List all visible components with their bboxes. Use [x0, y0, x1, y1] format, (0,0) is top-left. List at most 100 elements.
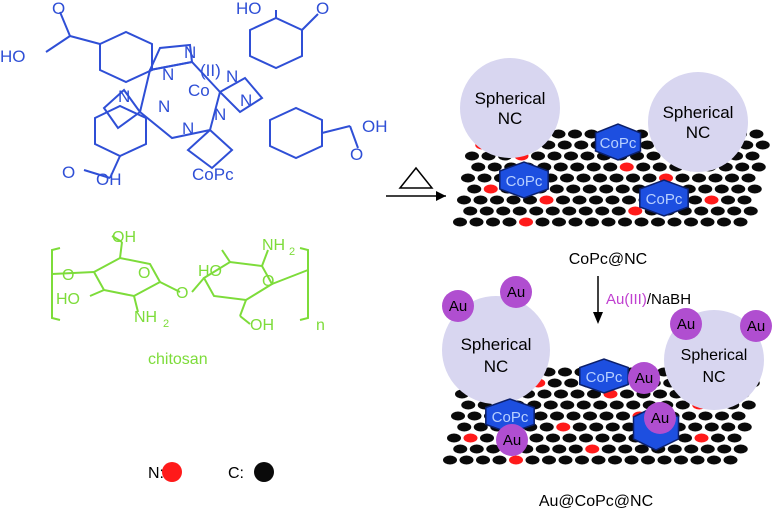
copc-o-topright: O — [316, 0, 329, 18]
au-label: Au — [747, 318, 765, 335]
carbon-atom — [751, 162, 766, 172]
copc-hexagon-shape — [499, 161, 549, 199]
atom-legend: N: C: — [148, 462, 274, 482]
carbon-atom — [698, 184, 713, 194]
carbon-atom — [547, 378, 562, 388]
copc-n4: N — [118, 87, 130, 106]
carbon-atom — [476, 455, 490, 465]
carbon-atom — [731, 184, 746, 194]
carbon-atom — [615, 184, 630, 194]
carbon-atom — [589, 422, 604, 432]
copc-co-center: Co — [188, 81, 210, 100]
carbon-atom — [564, 378, 579, 388]
copc-hexagon — [499, 161, 549, 199]
carbon-atom — [743, 206, 758, 216]
copc-n1: N — [184, 43, 196, 62]
carbon-atom — [593, 400, 608, 410]
carbon-atom — [551, 129, 566, 139]
carbon-atom — [580, 151, 595, 161]
carbon-atom — [684, 217, 698, 227]
carbon-atom — [552, 217, 566, 227]
nitrogen-atom — [704, 195, 719, 205]
copc-nc-caption: CoPc@NC — [569, 251, 647, 268]
carbon-atom — [539, 422, 554, 432]
carbon-atom — [601, 217, 616, 227]
carbon-atom — [542, 455, 556, 465]
carbon-atom — [641, 455, 655, 465]
carbon-atom — [473, 195, 488, 205]
carbon-atom — [453, 444, 468, 454]
chitosan-nh2-bottom: NH — [134, 309, 157, 326]
heat-arrow — [386, 166, 446, 201]
carbon-atom — [549, 184, 564, 194]
copc-nc-material: Spherical NC Spherical NC CoPc CoPc CoPc — [460, 58, 748, 217]
carbon-atom — [529, 433, 544, 443]
carbon-atom — [605, 195, 620, 205]
copc-structure — [45, 10, 359, 179]
copc-n3: N — [226, 67, 238, 86]
carbon-atom — [568, 444, 583, 454]
carbon-atom — [572, 195, 587, 205]
spherical-label: Spherical — [475, 89, 546, 108]
carbon-atom — [640, 140, 655, 150]
nitrogen-atom — [585, 444, 600, 454]
carbon-atom — [611, 206, 626, 216]
copc-oh-right: OH — [362, 117, 388, 136]
carbon-atom — [698, 411, 713, 421]
carbon-atom — [715, 411, 729, 421]
chitosan-ho-ring2: HO — [198, 263, 222, 280]
carbon-atom — [605, 422, 620, 432]
carbon-atom — [678, 433, 692, 443]
carbon-atom — [745, 151, 760, 161]
chitosan-name-label: chitosan — [148, 351, 208, 368]
chitosan-ho-left: HO — [56, 291, 80, 308]
spherical-label: Spherical — [461, 335, 532, 354]
carbon-atom — [634, 217, 649, 227]
carbon-atom — [465, 151, 479, 161]
carbon-atom — [537, 389, 552, 399]
chitosan-structure — [51, 235, 309, 325]
carbon-atom — [547, 151, 562, 161]
carbon-atom — [737, 195, 752, 205]
au-label: Au — [449, 298, 467, 315]
carbon-atom — [579, 433, 593, 443]
carbon-atom — [459, 455, 474, 465]
chitosan-o-ring2: O — [262, 273, 274, 290]
carbon-atom — [735, 162, 750, 172]
carbon-atom — [576, 400, 591, 410]
carbon-atom — [690, 455, 705, 465]
chitosan-sub2-bottom: 2 — [163, 318, 169, 330]
nitrogen-atom — [483, 184, 498, 194]
carbon-atom — [595, 206, 610, 216]
carbon-atom — [587, 389, 601, 399]
carbon-atom — [492, 455, 507, 465]
chitosan-text-labels: OH O HO O NH 2 O HO NH 2 O OH n chitosan — [56, 229, 325, 368]
au-label: Au — [651, 410, 669, 427]
reduction-arrow — [593, 276, 603, 324]
carbon-atom — [667, 444, 682, 454]
carbon-atom — [562, 433, 577, 443]
carbon-atom — [626, 400, 641, 410]
carbon-atom — [612, 433, 626, 443]
copc-hex-label: CoPc — [646, 191, 683, 208]
carbon-atom — [582, 184, 597, 194]
reagent-label: Au(III)/NaBH — [606, 291, 691, 308]
copc-text-labels: HO O HO O OH O O OH Co (II) N N N N N N … — [0, 0, 388, 189]
copc-o-bottom: O — [62, 163, 75, 182]
carbon-atom — [558, 367, 572, 377]
carbon-atom — [599, 184, 614, 194]
carbon-atom — [568, 217, 583, 227]
carbon-atom — [721, 422, 736, 432]
copc-o-right: O — [350, 145, 363, 164]
au-bead — [740, 310, 772, 342]
carbon-atom — [583, 411, 597, 421]
carbon-atom — [733, 444, 748, 454]
legend-c-label: C: — [228, 465, 244, 482]
carbon-atom — [741, 173, 756, 183]
au-label: Au — [507, 284, 525, 301]
carbon-atom — [562, 206, 577, 216]
carbon-atom — [557, 140, 572, 150]
nitrogen-atom — [619, 162, 634, 172]
carbon-atom — [608, 455, 622, 465]
